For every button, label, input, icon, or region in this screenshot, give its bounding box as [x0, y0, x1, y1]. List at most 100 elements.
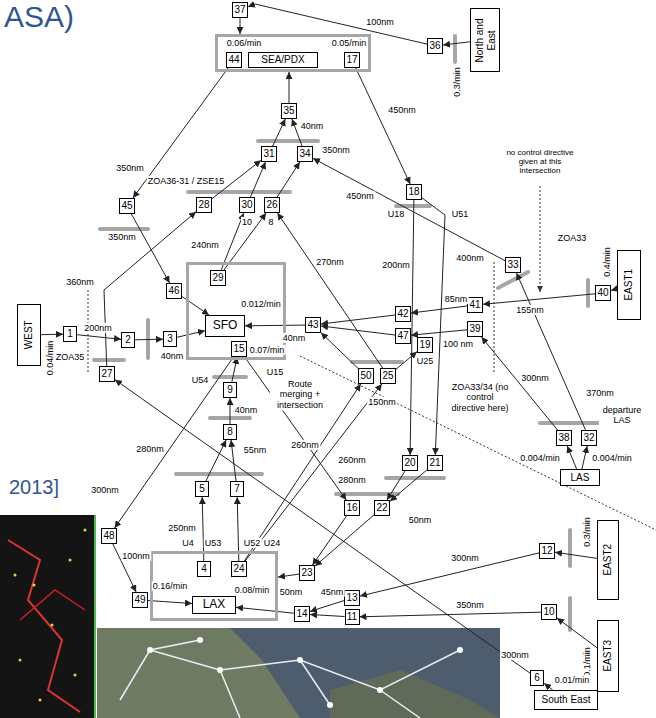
- traffic-source-box: WEST: [17, 304, 41, 366]
- route-arrow: [115, 380, 530, 673]
- waypoint-box: 22: [374, 500, 390, 516]
- waypoint-box: 31: [261, 146, 277, 162]
- distance-label: 350nm: [455, 600, 485, 610]
- waypoint-box: 35: [281, 103, 297, 119]
- waypoint-number: 44: [228, 54, 239, 66]
- waypoint-number: 20: [404, 457, 415, 469]
- rate-label: 0.07/min: [249, 345, 286, 355]
- rate-label: 0.1/min: [582, 646, 592, 678]
- waypoint-number: 16: [346, 502, 357, 514]
- route-arrow: [289, 72, 290, 103]
- waypoint-box: 39: [467, 321, 483, 337]
- waypoint-box: 13: [344, 590, 360, 606]
- airport-name: SEA/PDX: [261, 54, 304, 66]
- waypoint-box: 41: [467, 297, 483, 313]
- waypoint-number: 17: [346, 54, 357, 66]
- traffic-source-box: EAST2: [597, 520, 619, 600]
- route-arrow: [310, 601, 344, 612]
- boundary-dotted-lines: [88, 186, 656, 530]
- route-arrow: [231, 440, 236, 481]
- waypoint-number: 26: [266, 199, 277, 211]
- rate-label: 0.004/min: [519, 453, 561, 463]
- route-arrow: [396, 352, 417, 370]
- sector-label: ZOA33: [557, 233, 588, 243]
- route-arrow: [177, 331, 205, 338]
- route-arrow: [230, 398, 231, 424]
- route-arrow: [360, 612, 542, 617]
- waypoint-box: 36: [427, 38, 443, 54]
- waypoint-box: 21: [427, 455, 443, 471]
- airport-box: SFO: [205, 315, 245, 337]
- waypoint-number: 36: [429, 40, 440, 52]
- waypoint-number: 29: [212, 272, 223, 284]
- distance-label: 300nm: [90, 485, 120, 495]
- waypoint-number: 32: [583, 432, 594, 444]
- waypoint-number: 46: [168, 285, 179, 297]
- waypoint-box: 47: [395, 328, 411, 344]
- route-arrow: [321, 326, 395, 335]
- route-arrow: [422, 198, 445, 455]
- waypoint-box: 5: [195, 481, 209, 497]
- route-arrow: [321, 315, 395, 324]
- distance-label: 100nm: [121, 551, 151, 561]
- route-arrow: [356, 68, 410, 184]
- route-arrow: [240, 18, 241, 34]
- route-arrow: [236, 607, 294, 613]
- traffic-source-box: EAST1: [617, 250, 641, 320]
- callout-number: 8: [267, 217, 274, 227]
- traffic-source-box: North and East: [470, 8, 500, 72]
- rate-label: 0.08/min: [234, 585, 271, 595]
- distance-label: 370nm: [585, 388, 615, 398]
- route-arrow: [131, 214, 169, 283]
- note-text: ZOA33/34 (no control directive here): [449, 382, 511, 413]
- rate-label: 0.004/min: [591, 453, 633, 463]
- waypoint-number: 19: [419, 339, 430, 351]
- waypoint-box: 44: [226, 52, 242, 68]
- distance-label: 250nm: [167, 523, 197, 533]
- airport-name: EAST1: [623, 252, 635, 318]
- radar-screenshot: [0, 515, 96, 718]
- airport-name: EAST2: [602, 522, 614, 598]
- waypoint-box: 37: [232, 2, 248, 18]
- waypoint-box: 46: [166, 283, 182, 299]
- waypoint-number: 45: [121, 200, 132, 212]
- route-arrow: [133, 68, 228, 198]
- rate-label: 0.012/min: [240, 299, 282, 309]
- route-name: U53: [204, 538, 223, 548]
- distance-label: 450nm: [345, 191, 375, 201]
- route-arrow: [310, 615, 345, 617]
- distance-label: 50nm: [408, 515, 433, 525]
- route-name: U54: [191, 375, 210, 385]
- distance-label: 350nm: [115, 163, 145, 173]
- distance-label: 450nm: [387, 105, 417, 115]
- waypoint-number: 10: [543, 606, 554, 618]
- waypoint-box: 28: [196, 197, 212, 213]
- airport-box: LAX: [192, 596, 236, 614]
- waypoint-box: 40: [595, 285, 611, 301]
- waypoint-box: 25: [380, 368, 396, 384]
- route-arrow: [443, 42, 470, 45]
- route-arrow: [390, 470, 427, 501]
- note-text: departure LAS: [599, 405, 645, 426]
- airport-box: SEA/PDX: [248, 52, 318, 68]
- waypoint-number: 41: [469, 299, 480, 311]
- rate-label: 0.3/min: [582, 516, 592, 548]
- route-arrow: [483, 294, 595, 305]
- airport-region: 0.012/min0.07/min29SFO15: [186, 262, 286, 360]
- waypoint-box: 42: [395, 306, 411, 322]
- route-arrow: [115, 357, 234, 528]
- airport-name: EAST3: [602, 622, 614, 690]
- waypoint-box: 2: [121, 332, 135, 348]
- route-arrow: [557, 618, 597, 648]
- waypoint-box: 50: [358, 368, 374, 384]
- route-arrow: [411, 330, 467, 335]
- distance-label: 40nm: [160, 351, 185, 361]
- route-network-map: [97, 628, 500, 718]
- route-arrow: [582, 446, 587, 469]
- distance-label: 270nm: [315, 257, 345, 267]
- rate-label: 0.04/min: [45, 340, 55, 377]
- rate-label: 0.4/min: [602, 246, 612, 278]
- rate-label: 0.05/min: [331, 38, 368, 48]
- distance-label: 300nm: [500, 650, 530, 660]
